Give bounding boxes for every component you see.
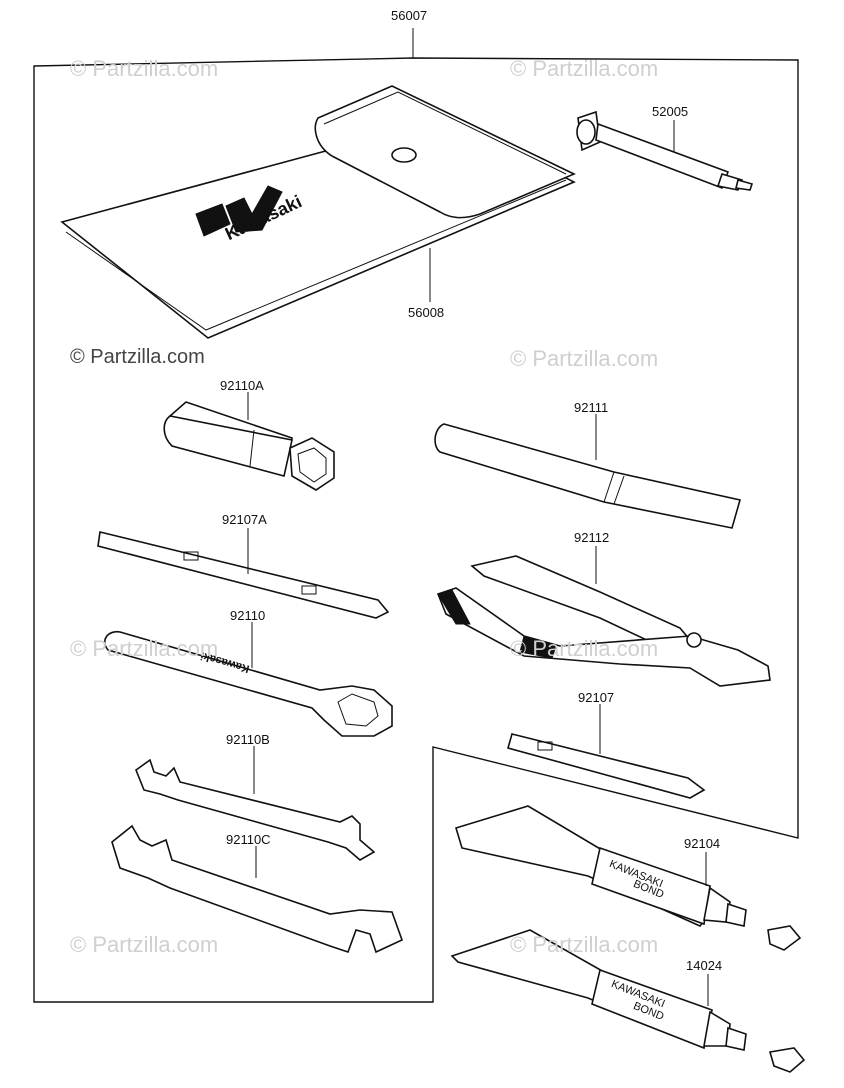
watermark: © Partzilla.com <box>70 932 219 957</box>
callout-14024: 14024 <box>686 958 723 973</box>
tool-pouch <box>60 85 576 339</box>
extension-bar <box>434 423 742 529</box>
watermark: © Partzilla.com <box>70 636 219 661</box>
watermark: © Partzilla.com <box>510 56 659 81</box>
watermark: © Partzilla.com <box>510 932 659 957</box>
callout-56008: 56008 <box>408 305 445 320</box>
bond-tube-upper <box>455 805 802 951</box>
callout-92104: 92104 <box>684 836 721 851</box>
watermark: © Partzilla.com <box>70 56 219 81</box>
phillips-screwdriver <box>507 733 706 799</box>
callout-92110: 92110 <box>230 608 266 623</box>
flat-screwdriver <box>97 531 390 619</box>
screwdriver-handle <box>576 110 754 191</box>
kit-frame <box>33 57 799 1003</box>
callout-92107A: 92107A <box>222 512 267 527</box>
callout-92111: 92111 <box>574 400 609 415</box>
callout-52005: 52005 <box>652 104 689 119</box>
bond-tube-lower <box>450 929 806 1073</box>
callout-92112: 92112 <box>574 530 610 545</box>
watermark: © Partzilla.com <box>510 636 659 661</box>
large-open-wrench <box>111 824 403 954</box>
callout-92110A: 92110A <box>220 378 264 393</box>
callout-92110C: 92110C <box>226 832 271 847</box>
watermark: © Partzilla.com <box>70 346 205 368</box>
watermark: © Partzilla.com <box>510 346 659 371</box>
pliers <box>436 555 771 687</box>
small-open-wrench <box>135 758 376 861</box>
plug-wrench <box>163 401 335 491</box>
callout-92107: 92107 <box>578 690 615 705</box>
callout-56007: 56007 <box>391 8 428 23</box>
callout-92110B: 92110B <box>226 732 270 747</box>
box-wrench <box>104 630 393 737</box>
